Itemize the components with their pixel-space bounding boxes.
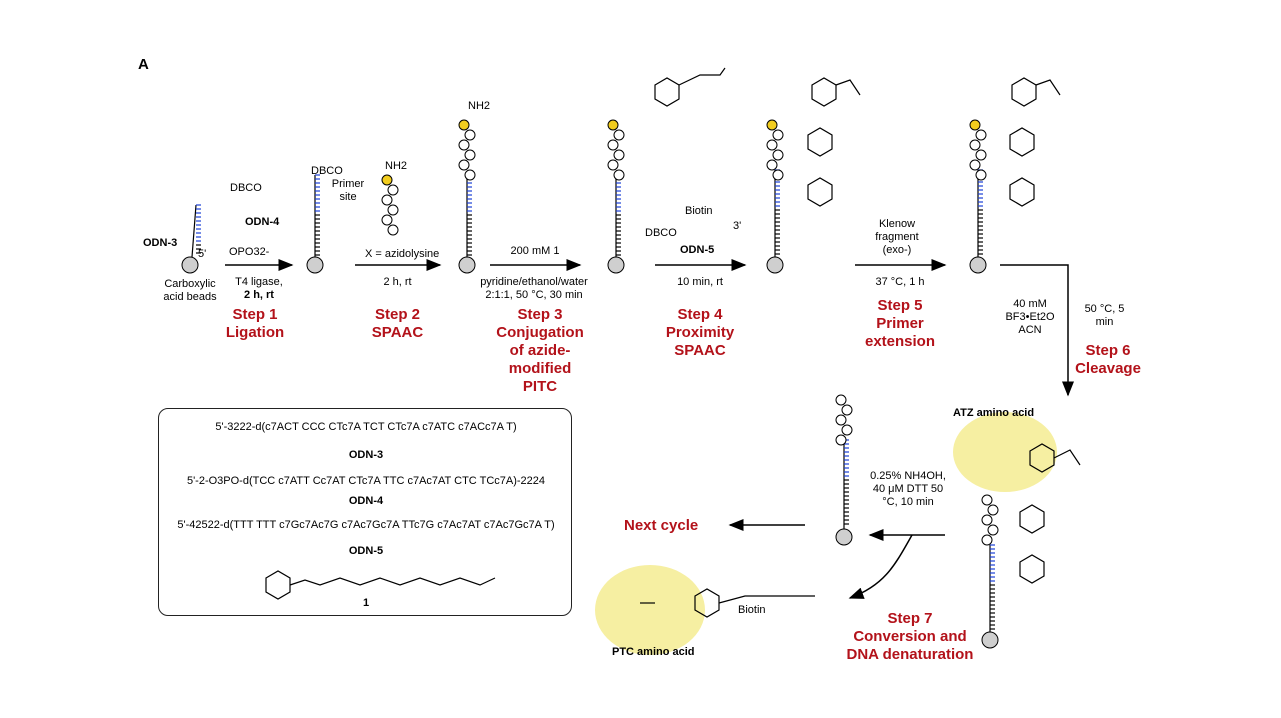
step4-title: Step 4	[677, 306, 723, 323]
opo3-label: OPO32-	[229, 246, 270, 258]
bead-7	[835, 528, 853, 546]
odn3-label: ODN-3	[143, 237, 178, 249]
five-prime-label: 5'	[198, 248, 207, 260]
ptc-highlight	[595, 565, 705, 655]
step5-subtitle: Primer extension	[864, 315, 936, 350]
molecule-rings	[265, 77, 1055, 618]
step6-cond-left: 40 mM BF3•Et2O ACN	[1005, 298, 1055, 336]
atz-highlight	[953, 412, 1057, 492]
step2-title: Step 2	[374, 306, 420, 323]
step3-subtitle: Conjugation of azide-modified PITC	[496, 324, 584, 395]
step3-title: Step 3	[517, 306, 563, 323]
step1-title: Step 1	[232, 306, 278, 323]
azidolysine-label: X = azidolysine	[365, 248, 440, 260]
ptc-label: PTC amino acid	[612, 646, 695, 658]
bead-6	[969, 256, 987, 274]
dbco-odn5-label: DBCO	[645, 227, 677, 239]
seq1: 5'-3222-d(c7ACT CCC CTc7A TCT CTc7A c7AT…	[215, 421, 517, 433]
next-cycle-label: Next cycle	[624, 517, 699, 534]
seq2-name: ODN-4	[348, 495, 384, 507]
seq1-name: ODN-3	[348, 449, 384, 461]
step3-cond-bottom: pyridine/ethanol/water 2:1:1, 50 °C, 30 …	[480, 276, 588, 301]
sequence-box: 5'-3222-d(c7ACT CCC CTc7A TCT CTc7A c7AT…	[158, 408, 572, 616]
seq3: 5'-42522-d(TTT TTT c7Gc7Ac7G c7Ac7Gc7A T…	[177, 519, 555, 531]
step1-subtitle: Ligation	[225, 324, 285, 341]
step6-subtitle: Cleavage	[1075, 360, 1141, 377]
nh2-label: NH2	[385, 160, 408, 172]
bead-1	[181, 256, 199, 274]
seq3-name: ODN-5	[348, 545, 384, 557]
step2-subtitle: SPAAC	[371, 324, 424, 341]
arrow-step6	[1000, 264, 1074, 397]
step3-cond-top: 200 mM 1	[510, 245, 560, 257]
step1-cond-top: T4 ligase,	[235, 276, 283, 288]
step5-title: Step 5	[877, 297, 923, 314]
three-prime-label: 3'	[733, 220, 742, 232]
bead-2	[306, 256, 324, 274]
biotin-label-ptc: Biotin	[738, 604, 766, 616]
atz-label: ATZ amino acid	[953, 407, 1035, 419]
dbco-top-label: DBCO	[230, 182, 262, 194]
step7-title: Step 7	[887, 610, 933, 627]
bead-5	[766, 256, 784, 274]
step4-subtitle: Proximity SPAAC	[665, 324, 735, 359]
step5-cond-bottom: 37 °C, 1 h	[875, 276, 925, 288]
bead-3	[458, 256, 476, 274]
nh2-label-2: NH2	[468, 100, 491, 112]
step7-cond: 0.25% NH4OH, 40 μM DTT 50 °C, 10 min	[870, 470, 946, 508]
arrow-step7-to-ptc	[848, 534, 913, 599]
beads-label: Carboxylic acid beads	[163, 278, 217, 303]
step6-title: Step 6	[1085, 342, 1131, 359]
step1-cond-bottom: 2 h, rt	[244, 289, 274, 301]
odn4-label: ODN-4	[245, 216, 280, 228]
bead-8	[981, 631, 999, 649]
dbco-primer-label: DBCO	[311, 165, 343, 177]
bead-4	[607, 256, 625, 274]
klenow-label: Klenow fragment (exo-)	[875, 218, 919, 256]
step6-cond-right: 50 °C, 5 min	[1084, 303, 1125, 328]
peptide-chains	[381, 119, 999, 546]
linker-number: 1	[362, 597, 370, 609]
panel-label: A	[138, 56, 149, 73]
biotin-label: Biotin	[685, 205, 713, 217]
step2-cond-bottom: 2 h, rt	[383, 276, 412, 288]
primer-site-label: Primer site	[331, 178, 365, 203]
step7-subtitle: Conversion and DNA denaturation	[846, 628, 974, 663]
seq2: 5'-2-O3PO-d(TCC c7ATT Cc7AT CTc7A TTC c7…	[186, 475, 546, 487]
odn5-label: ODN-5	[680, 244, 715, 256]
step4-cond-bottom: 10 min, rt	[677, 276, 723, 288]
